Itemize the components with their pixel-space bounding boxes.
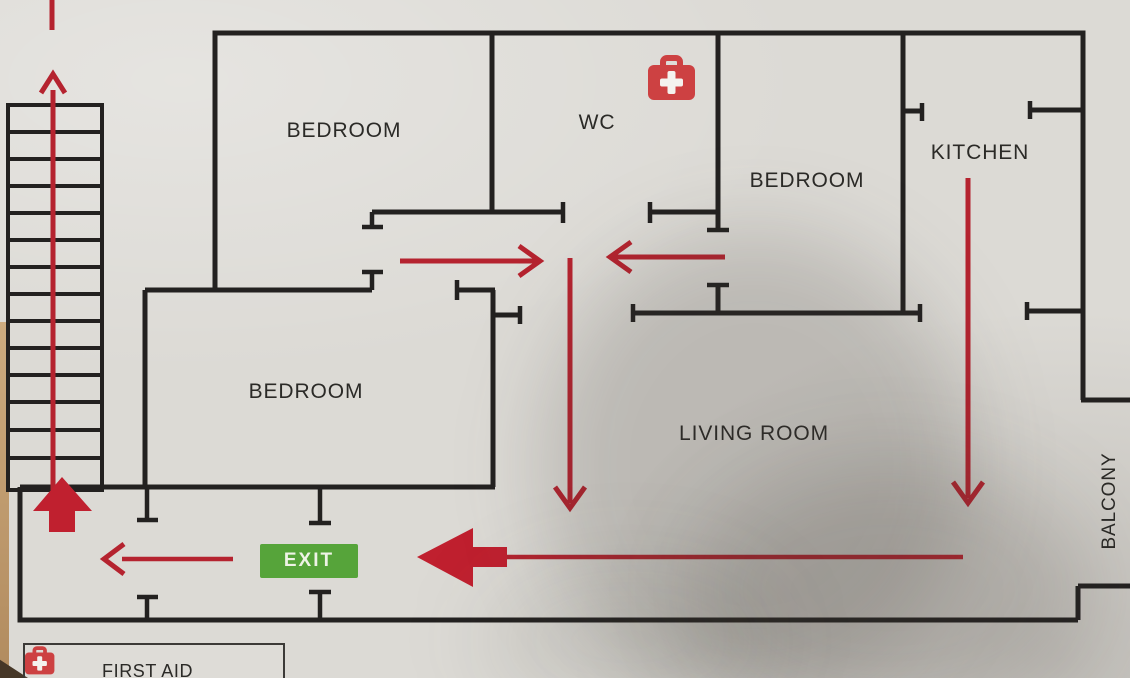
route-arrow-exit-left — [99, 542, 233, 576]
room-label-living-room: LIVING ROOM — [679, 422, 829, 445]
room-label-wc: WC — [578, 111, 616, 134]
route-arrow-stairs-up — [38, 69, 68, 490]
route-arrow-hall-right — [400, 243, 545, 279]
route-arrow-corridor-down — [552, 258, 588, 513]
route-arrow-bedroom2-left — [605, 239, 725, 275]
interior-walls — [142, 33, 1083, 487]
legend-first-aid-label: FIRST AID — [102, 661, 194, 678]
wall-outer-bottom-left — [17, 487, 1078, 623]
door-jambs — [137, 101, 1033, 620]
first-aid-kit-icon — [648, 55, 695, 100]
route-arrow-solid-up — [33, 477, 92, 532]
room-label-kitchen: KITCHEN — [930, 141, 1030, 164]
room-label-balcony: BALCONY — [1099, 452, 1120, 550]
legend-first-aid-kit-icon — [25, 646, 55, 675]
wall-outer-top-right — [212, 30, 1086, 400]
room-label-bedroom-middle: BEDROOM — [749, 169, 865, 192]
balcony-walls — [1078, 397, 1130, 589]
room-label-bedroom-top-left: BEDROOM — [286, 119, 402, 142]
route-arrow-kitchen-down — [950, 178, 986, 508]
route-arrow-livingroom-exit — [417, 528, 963, 587]
room-label-bedroom-lower-left: BEDROOM — [248, 380, 364, 403]
exit-sign: EXIT — [260, 544, 358, 578]
legend-box: FIRST AID — [23, 643, 285, 678]
outer-walls — [17, 30, 1086, 623]
wood-wall-edge — [0, 322, 9, 678]
